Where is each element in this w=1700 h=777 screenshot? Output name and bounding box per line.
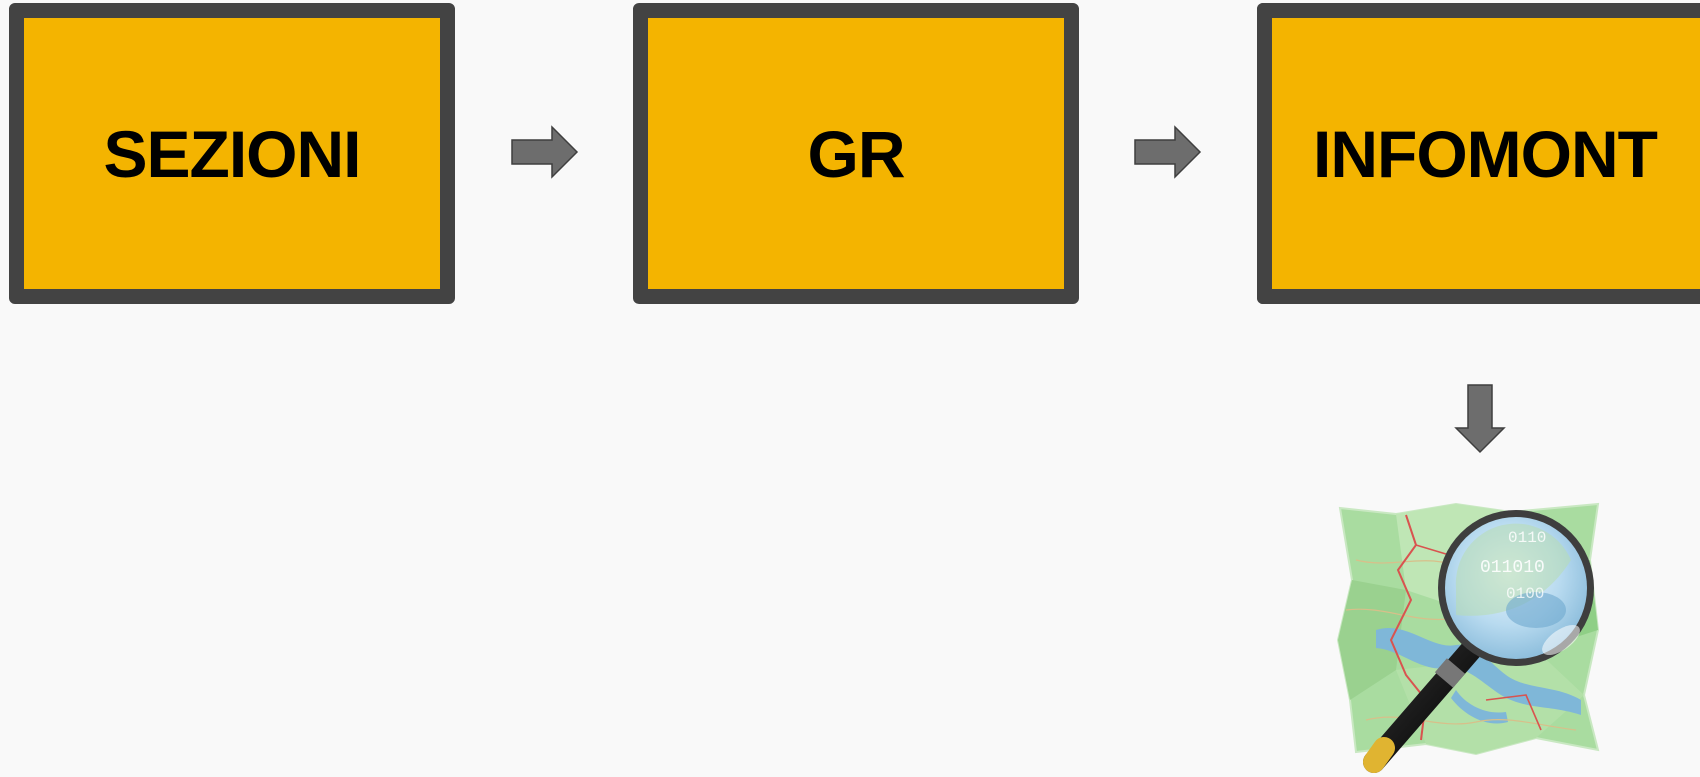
binary-digits-1: 0110 [1508,529,1546,547]
box-sezioni: SEZIONI [9,3,455,304]
box-infomont-label: INFOMONT [1313,116,1658,191]
box-gr: GR [633,3,1079,304]
openstreetmap-logo-icon: 0110 011010 0100 [1336,502,1600,773]
box-infomont: INFOMONT [1257,3,1700,304]
box-gr-label: GR [807,116,906,191]
arrow-down-icon [1454,384,1506,454]
arrow-right-icon [1134,125,1202,179]
box-sezioni-label: SEZIONI [103,116,361,191]
binary-digits-2: 011010 [1480,558,1545,578]
arrow-right-icon [511,125,579,179]
binary-digits-3: 0100 [1506,585,1544,603]
